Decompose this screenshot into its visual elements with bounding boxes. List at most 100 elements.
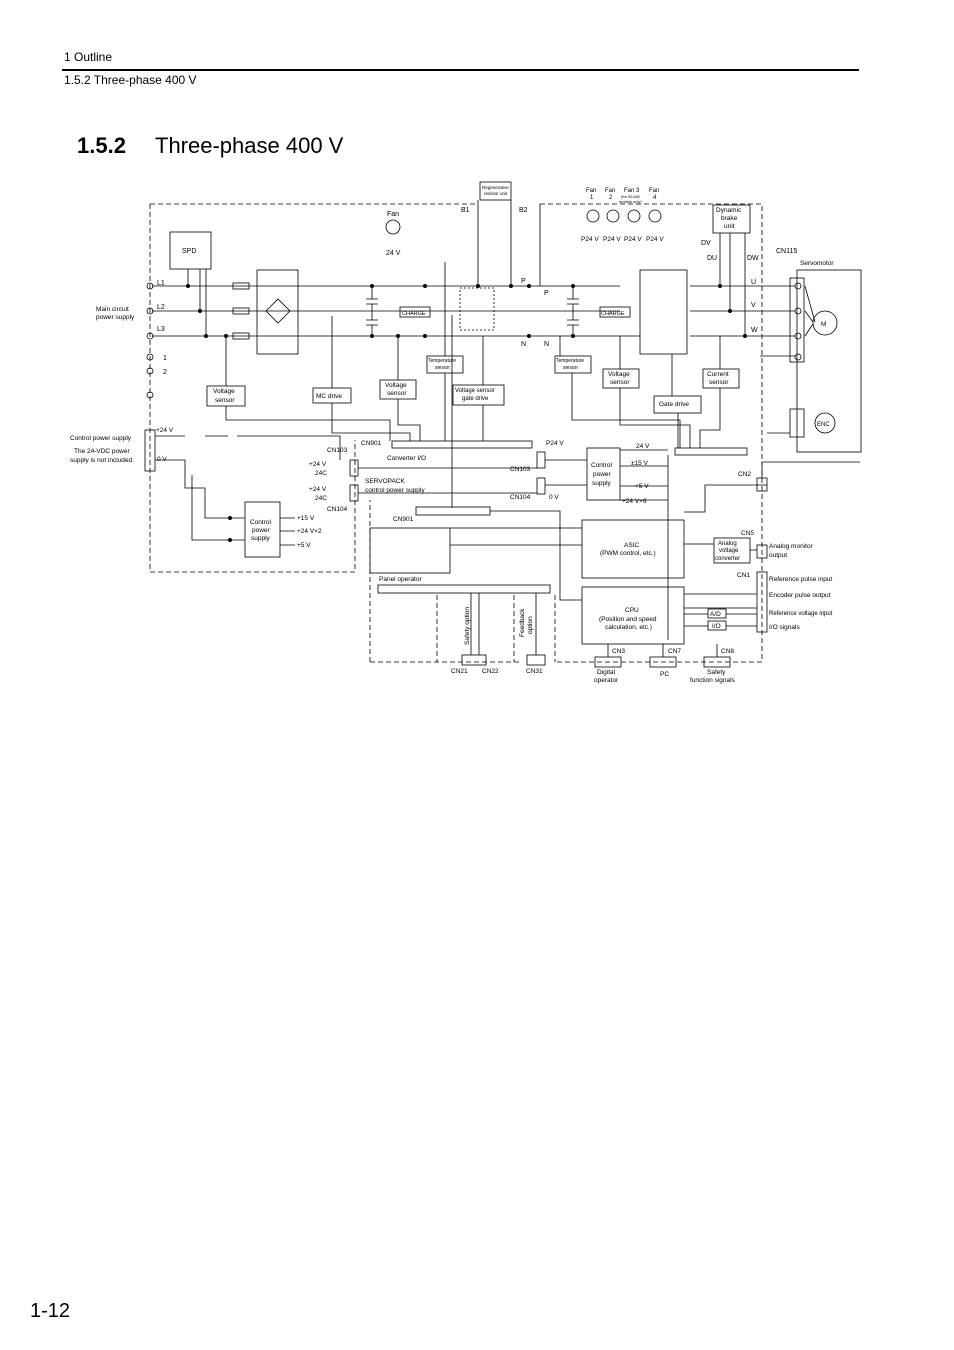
voltage-sensor-2-label-a: Voltage	[385, 382, 407, 389]
converter-io-label: Converter I/O	[387, 455, 426, 462]
header-chapter: 1 Outline	[64, 50, 113, 64]
ctrl-left-label-a: Control	[250, 519, 272, 526]
dv-label: DV	[701, 240, 711, 247]
control-power-supply-right	[586, 447, 621, 501]
zero-v-label: 0 V	[157, 456, 167, 463]
motor-label: M	[821, 321, 826, 328]
rectifier-block	[256, 269, 299, 355]
regen-label-2: resistor unit	[484, 191, 508, 196]
fan2-label-b: 2	[609, 195, 613, 201]
l1-label: L1	[157, 280, 165, 287]
feedback-option-label-2: option	[527, 616, 534, 634]
temp-sensor-2-label-b: sensor	[563, 365, 578, 371]
cn3-label: CN3	[612, 648, 625, 655]
fan-label: Fan	[387, 211, 399, 218]
voltage-sensor-3-label-a: Voltage	[608, 371, 630, 378]
ad-label: A/D	[710, 611, 721, 618]
pc-label: PC	[660, 671, 669, 678]
du-label: DU	[707, 255, 717, 262]
header-section: 1.5.2 Three-phase 400 V	[64, 73, 197, 87]
fan3-label-a: Fan 3	[624, 188, 640, 194]
dynamic-brake-box	[712, 204, 751, 234]
ref-voltage-label: Reference voltage input	[769, 611, 833, 617]
fan1-label-b: 1	[590, 195, 594, 201]
p24vx2-label: +24 V×2	[297, 528, 322, 535]
cn21-label: CN21	[451, 668, 468, 675]
p15v-label: +15 V	[297, 515, 315, 522]
inverter-block	[639, 269, 688, 355]
n-label-2: N	[544, 341, 549, 348]
p5v-b-label: +5 V	[635, 483, 649, 490]
asic-block	[581, 519, 685, 579]
fan4-label-b: 4	[653, 195, 657, 201]
panel-operator-label: Panel operator	[379, 576, 422, 583]
servomotor-label: Servomotor	[800, 260, 834, 267]
ref-pulse-label: Reference pulse input	[769, 576, 832, 583]
temp-sensor-2	[554, 355, 592, 374]
cn7-label: CN7	[668, 648, 681, 655]
asic-label-1: ASIC	[624, 542, 639, 549]
io-signals-label: I/O signals	[769, 624, 800, 631]
p-label-2: P	[544, 290, 549, 297]
b1-label: B1	[461, 207, 470, 214]
fan2-label-a: Fan	[605, 188, 615, 194]
p24v-label-2: P24 V	[603, 236, 621, 243]
cpu-label-1: CPU	[625, 607, 639, 614]
cn5-label: CN5	[741, 530, 754, 537]
vs-gate-label-2: gate drive	[462, 396, 489, 402]
fan4-label-a: Fan	[649, 188, 659, 194]
page-number: 1-12	[30, 1300, 71, 1322]
cn901-label-b: CN901	[393, 516, 414, 523]
s24c-label-2: 24C	[315, 495, 327, 502]
cn104-label-a: CN104	[327, 506, 348, 513]
feedback-option-label-1: Feedback	[519, 608, 526, 637]
voltage-sensor-3	[602, 368, 640, 389]
temp-sensor-1-label-b: sensor	[435, 365, 450, 371]
safety-fn-label-1: Safety	[707, 669, 726, 676]
dynamic-brake-label-1: Dynamic	[716, 207, 742, 214]
v24-label: 24 V	[636, 443, 650, 450]
l2-label: L2	[157, 304, 165, 311]
servopack-left-boundary	[149, 203, 478, 573]
main-circuit-label-1: Main circuit	[96, 306, 129, 313]
zero-v-b-label: 0 V	[549, 494, 559, 501]
w-label: W	[751, 327, 758, 334]
mc-drive-label: MC drive	[316, 393, 342, 400]
temp-sensor-2-label-a: Temperature	[556, 358, 584, 364]
l3-label: L3	[157, 326, 165, 333]
analog-monitor-label-1: Analog monitor	[769, 543, 814, 550]
digital-operator-label-1: Digital	[597, 669, 616, 676]
fan1-label-a: Fan	[586, 188, 596, 194]
vdc-note-2: supply is not included.	[70, 457, 134, 464]
fan3-label-b: (for 55-kW	[621, 194, 640, 199]
vdc-note-1: The 24-VDC power	[74, 448, 130, 455]
analog-monitor-label-2: output	[769, 552, 787, 559]
motor-symbol	[812, 310, 838, 336]
p24vx6-label: +24 V×6	[622, 498, 647, 505]
voltage-sensor-3-label-b: sensor	[610, 379, 630, 386]
main-circuit-label-2: power supply	[96, 314, 135, 321]
u-label: U	[751, 279, 756, 286]
section-number: 1.5.2	[77, 133, 126, 158]
dynamic-brake-label-3: unit	[724, 223, 735, 230]
vs-gate-drive	[452, 384, 505, 406]
cpu-block	[581, 586, 685, 645]
b2-label: B2	[519, 207, 528, 214]
cn901-label-a: CN901	[361, 440, 382, 447]
safety-fn-label-2: function signals	[690, 677, 736, 684]
p24v-label-3: P24 V	[624, 236, 642, 243]
temp-sensor-1-label-a: Temperature	[428, 358, 456, 364]
ctrl-right-label-b: power	[593, 471, 612, 478]
fan-24v-label: 24 V	[386, 250, 401, 257]
cn103-label-b: CN103	[510, 466, 531, 473]
current-sensor-label-b: sensor	[709, 379, 729, 386]
servopack-label-2: control power supply	[365, 487, 425, 494]
charge-label-1: CHARGE	[402, 311, 426, 317]
p24v-label-1: P24 V	[581, 236, 599, 243]
voltage-sensor-2-label-b: sensor	[387, 390, 407, 397]
p5v-label: +5 V	[297, 542, 311, 549]
section-title: Three-phase 400 V	[155, 133, 344, 158]
spd-label: SPD	[182, 248, 196, 255]
cn115-label: CN115	[776, 248, 797, 255]
